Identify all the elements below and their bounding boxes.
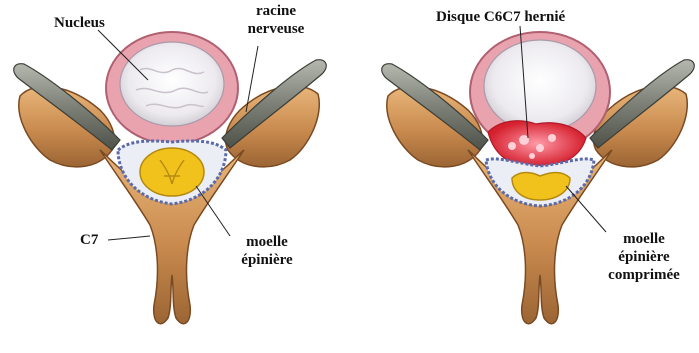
label-moelle-comprimee: moelle épinière comprimée <box>594 230 694 284</box>
label-racine-nerveuse: racine nerveuse <box>232 2 320 38</box>
label-c7: C7 <box>80 231 98 249</box>
label-moelle-line2: épinière <box>228 251 306 269</box>
spinal-cord <box>140 148 204 196</box>
label-nucleus: Nucleus <box>54 14 105 32</box>
label-racine-line2: nerveuse <box>232 20 320 38</box>
label-disque-hernie: Disque C6C7 hernié <box>436 8 565 26</box>
disc-nucleus <box>120 42 224 126</box>
disc-nucleus <box>484 40 596 132</box>
c7-pointer <box>108 236 150 240</box>
label-moelle-comp-line1: moelle <box>594 230 694 248</box>
label-racine-line1: racine <box>232 2 320 20</box>
label-moelle-comp-line2: épinière <box>594 248 694 266</box>
label-moelle-line1: moelle <box>228 233 306 251</box>
left-vertebra <box>14 30 327 324</box>
label-moelle-comp-line3: comprimée <box>594 266 694 284</box>
label-moelle-epiniere: moelle épinière <box>228 233 306 269</box>
